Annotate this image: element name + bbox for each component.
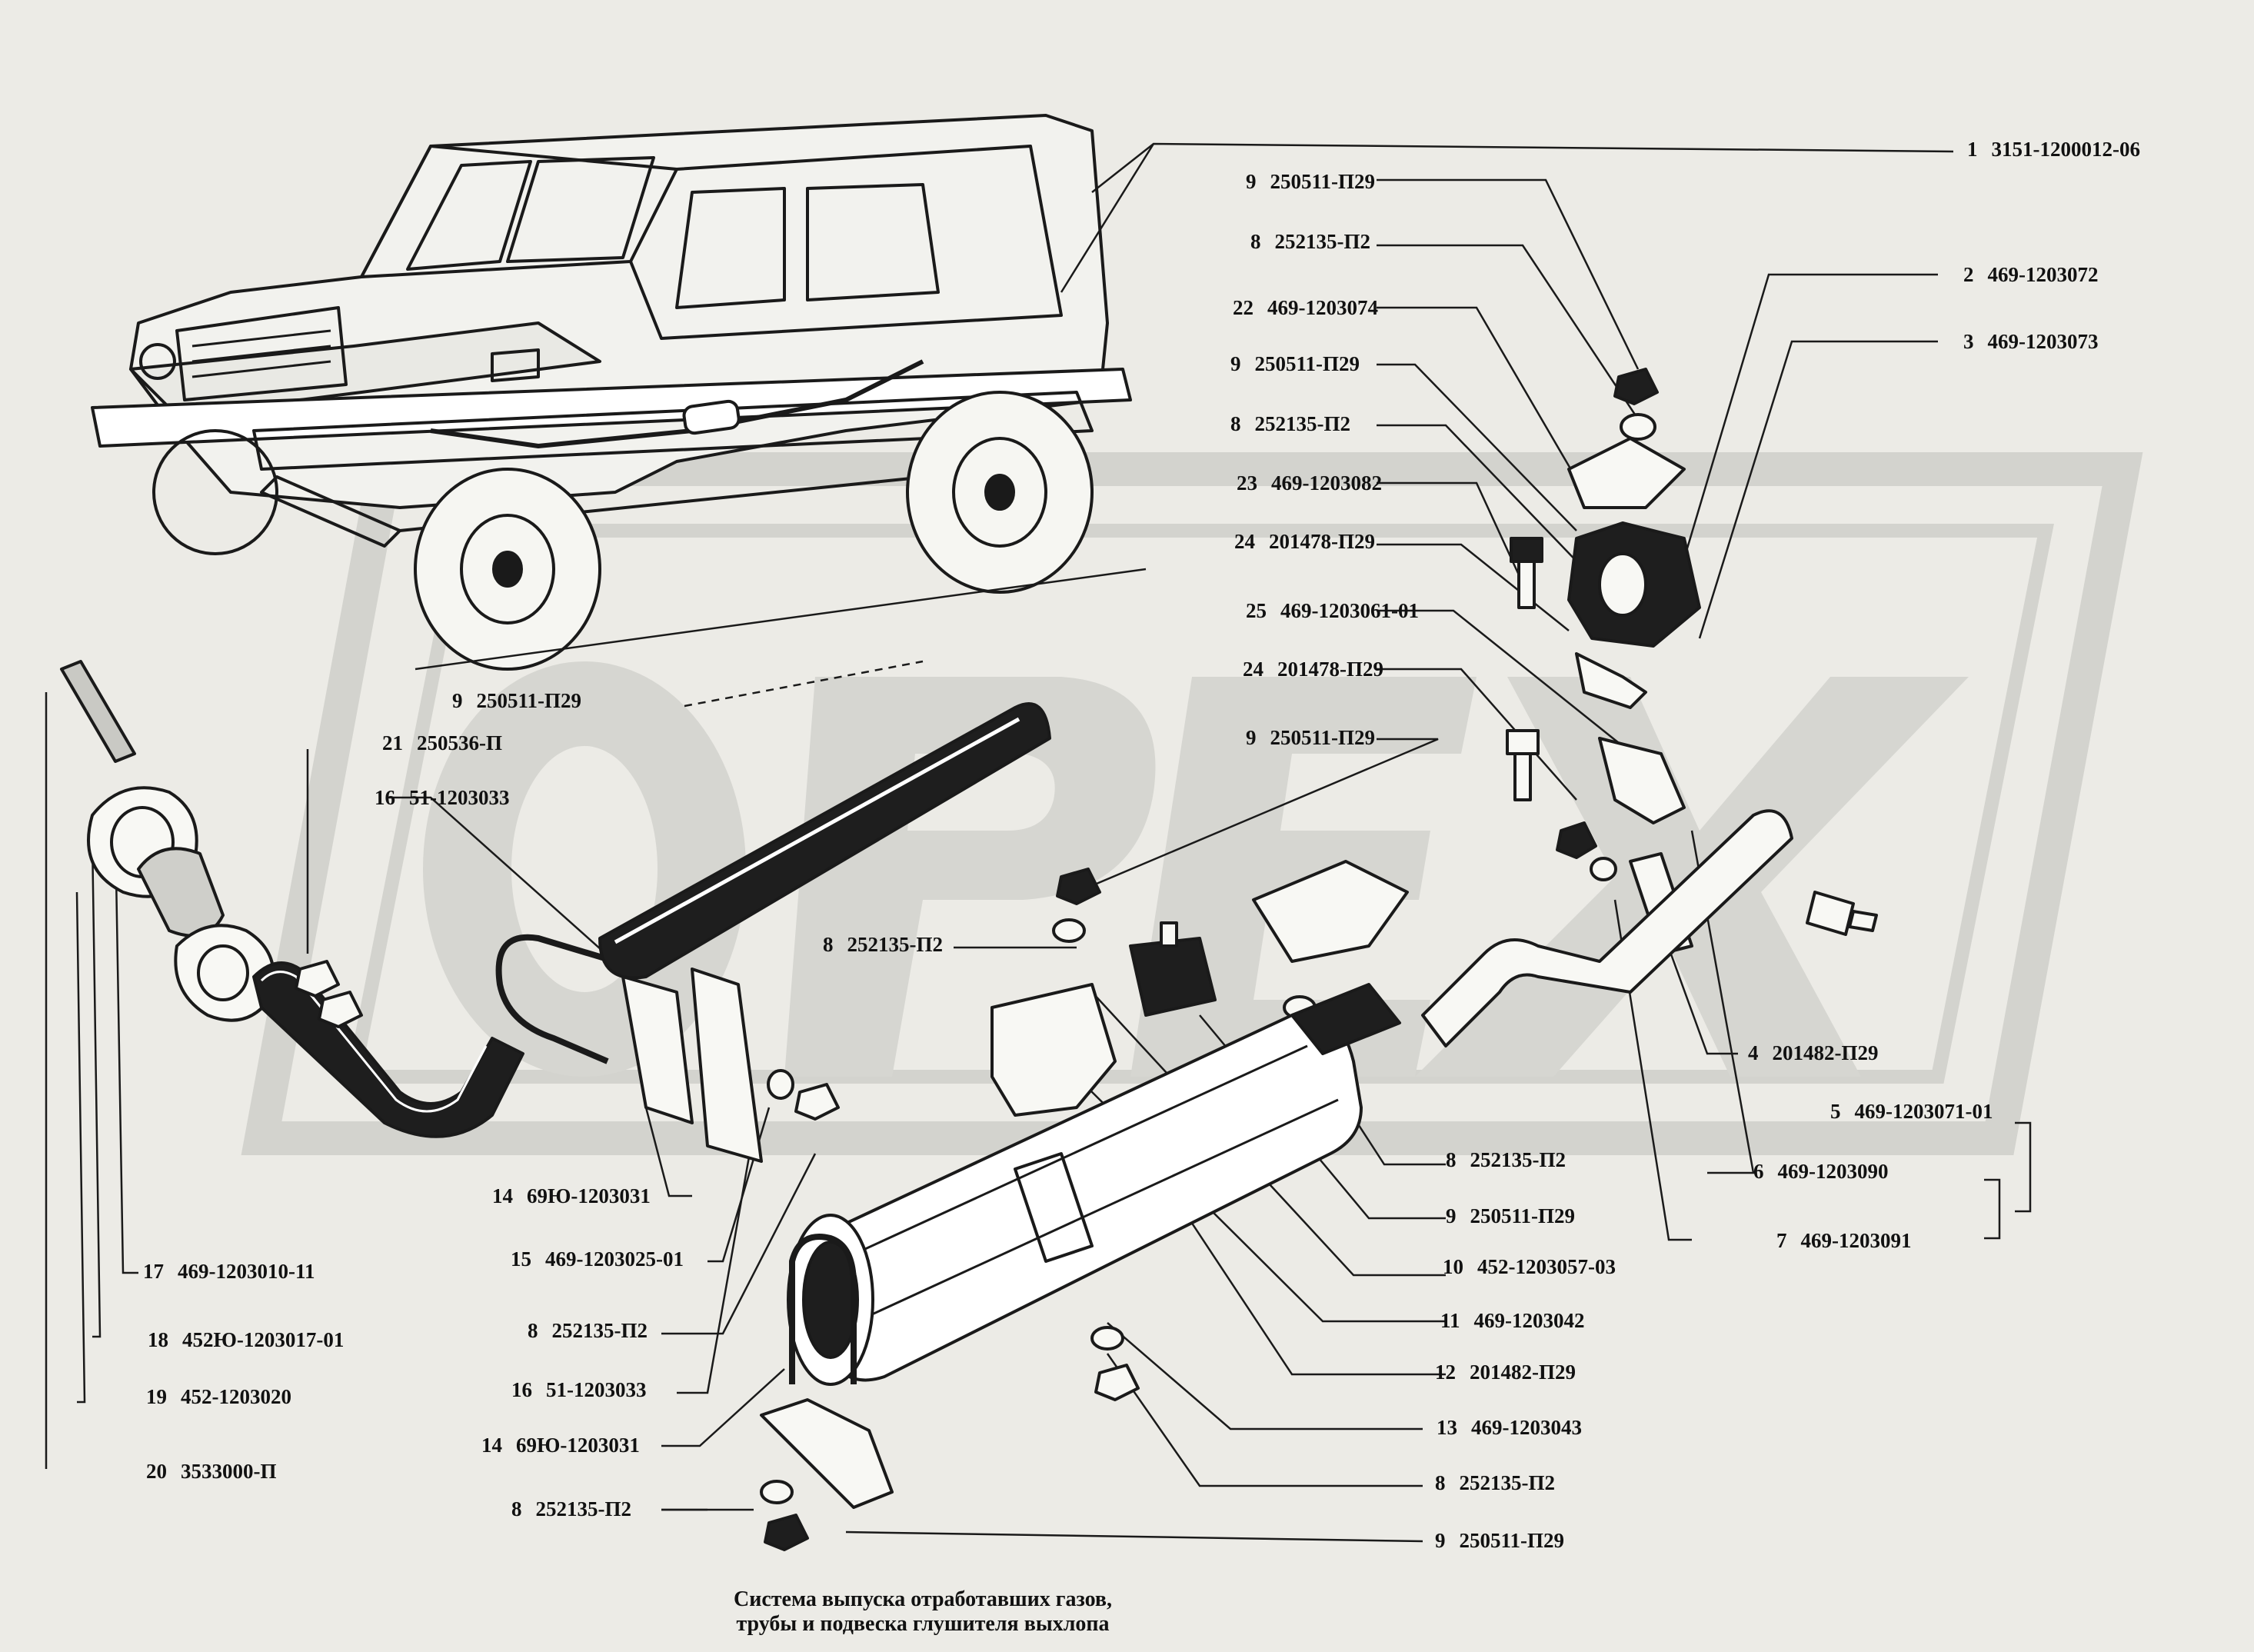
bracket-part-14 (621, 975, 694, 1124)
nuts-washers (295, 368, 1659, 1551)
watermark-logo (241, 452, 2143, 1155)
u-clamp-part-16 (495, 934, 617, 1064)
stud-part-20 (60, 660, 136, 763)
bracket-part-13 (1252, 860, 1409, 963)
caption-line-1: Система выпуска отработавших газов, (733, 1587, 1112, 1611)
ring-part-18 (137, 847, 225, 938)
hanger-part-25 (1575, 652, 1647, 709)
rear-bracket-part-14 (760, 1398, 894, 1509)
caption-line-2: трубы и подвеска глушителя выхлопа (736, 1612, 1110, 1636)
front-wheel (414, 468, 601, 671)
hanger-plate-part-22 (1567, 437, 1686, 509)
bracket-part-6 (1598, 737, 1686, 824)
tail-pipe-part-4 (1421, 809, 1793, 1047)
rear-wheel (906, 391, 1094, 594)
diagram-caption: Система выпуска отработавших газов, труб… (692, 1587, 1154, 1637)
bracket-part-11 (990, 983, 1117, 1117)
rear-u-clamp-part-16 (789, 1234, 857, 1384)
flange-part-17 (174, 924, 275, 1022)
exhaust-parts (60, 368, 1878, 1551)
bracket-part-14b (691, 968, 763, 1163)
vehicle-outline (91, 114, 1132, 671)
rubber-mount-part-10 (1129, 921, 1217, 1017)
rubber-hanger-part-2 (1567, 521, 1701, 648)
long-pipe (598, 702, 1051, 980)
